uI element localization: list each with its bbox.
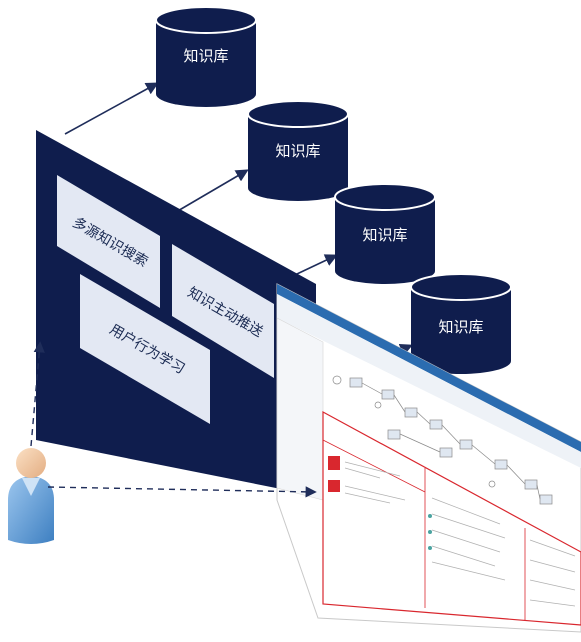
screenshot-sidebar <box>276 317 324 501</box>
user-to-screenshot-dashed-arrow <box>47 486 317 498</box>
screenshot-ribbon <box>277 284 581 452</box>
knowledge-base-2: 知识库 <box>247 100 349 201</box>
screenshot-detail-panel <box>322 410 581 626</box>
knowledge-base-3-label: 知识库 <box>362 226 407 244</box>
knowledge-base-4: 知识库 <box>410 273 512 374</box>
user-connectors <box>30 341 317 498</box>
knowledge-base-4-label: 知识库 <box>438 318 483 336</box>
software-screenshot <box>276 283 581 633</box>
screenshot-doc-thumbnail <box>328 456 340 470</box>
knowledge-base-1: 知识库 <box>155 6 257 107</box>
arrow-to-kb-2 <box>175 169 249 213</box>
function-multi-source-search: 多源知识搜索 <box>57 175 160 308</box>
arrow-to-kb-1 <box>64 82 159 135</box>
user-avatar <box>8 448 54 544</box>
knowledge-base-2-label: 知识库 <box>275 142 320 160</box>
function-behavior-learning: 用户行为学习 <box>80 274 210 424</box>
knowledge-base-1-label: 知识库 <box>183 47 228 65</box>
knowledge-base-3: 知识库 <box>334 183 436 284</box>
function-active-push: 知识主动推送 <box>172 244 274 378</box>
screenshot-workflow <box>332 375 553 505</box>
